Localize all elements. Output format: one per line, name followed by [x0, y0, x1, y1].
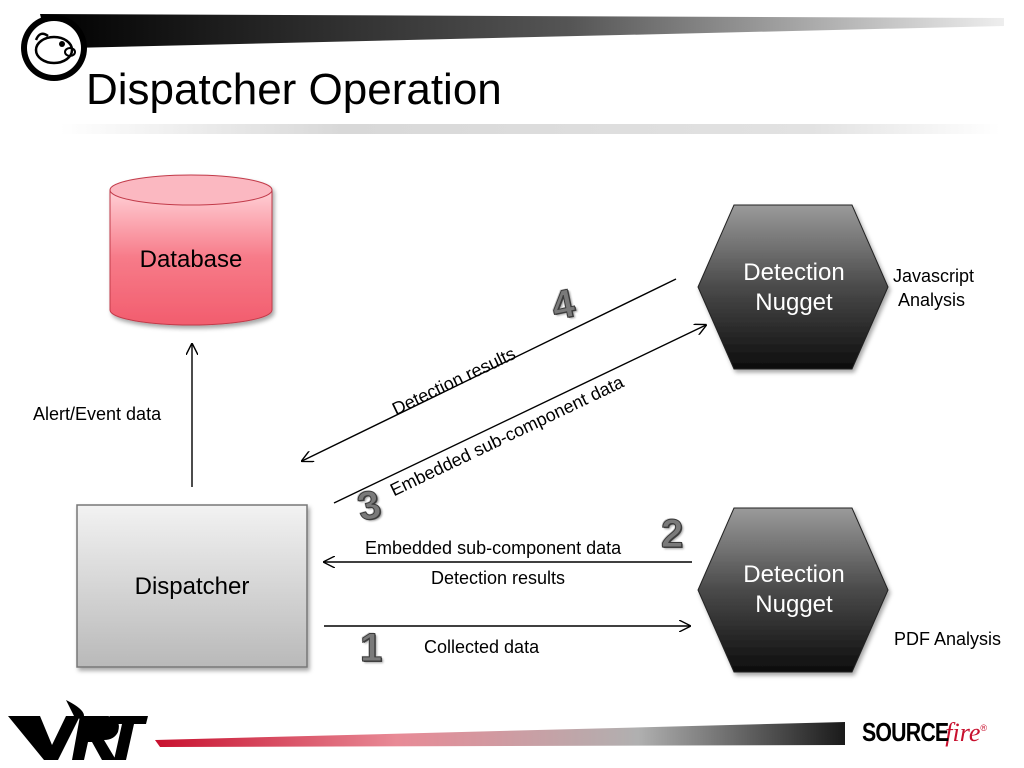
- detection-nugget-bottom-hexagon: [697, 507, 889, 673]
- sourcefire-logo-source: SOURCE: [862, 716, 949, 747]
- sourcefire-logo-registered: ®: [980, 723, 988, 733]
- pdf-analysis-caption: PDF Analysis: [894, 629, 1002, 649]
- step-number-2: 2: [660, 512, 684, 556]
- detection-results-top-arrow: [302, 278, 677, 461]
- javascript-caption-line1: Javascript: [893, 266, 975, 286]
- nugget-bottom-line2: Nugget: [755, 591, 833, 618]
- sourcefire-logo-fire: fire: [945, 717, 981, 747]
- database-label: Database: [139, 246, 243, 273]
- page-title: Dispatcher Operation: [86, 65, 502, 114]
- detection-nugget-top-label: Detection Nugget: [704, 258, 884, 318]
- dispatcher-diagram: [0, 140, 1024, 685]
- step-number-1: 1: [359, 626, 383, 670]
- header-banner: [21, 14, 1004, 134]
- footer-swoosh: [155, 722, 845, 747]
- pig-logo-icon: [21, 15, 87, 81]
- javascript-caption-line2: Analysis: [898, 290, 966, 310]
- sourcefire-logo: SOURCEfire®: [862, 712, 987, 749]
- detection-results-bottom-label: Detection results: [431, 568, 566, 588]
- vrt-logo-icon: [8, 700, 148, 760]
- header-rule: [60, 124, 1000, 134]
- collected-data-label: Collected data: [424, 637, 540, 657]
- embedded-bottom-label: Embedded sub-component data: [365, 538, 622, 558]
- detection-nugget-top-hexagon: [697, 204, 889, 370]
- nugget-top-line1: Detection: [743, 259, 845, 286]
- dispatcher-label: Dispatcher: [134, 573, 250, 600]
- dispatcher-box: [76, 504, 308, 668]
- database-cylinder: [109, 174, 273, 326]
- nugget-bottom-line1: Detection: [743, 561, 845, 588]
- diagram-canvas: [76, 174, 889, 673]
- embedded-top-arrow: [333, 325, 706, 504]
- alert-event-label: Alert/Event data: [33, 404, 162, 424]
- detection-nugget-bottom-label: Detection Nugget: [704, 560, 884, 620]
- footer-banner: [8, 700, 845, 760]
- header-swoosh: [40, 14, 1004, 48]
- nugget-top-line2: Nugget: [755, 289, 833, 316]
